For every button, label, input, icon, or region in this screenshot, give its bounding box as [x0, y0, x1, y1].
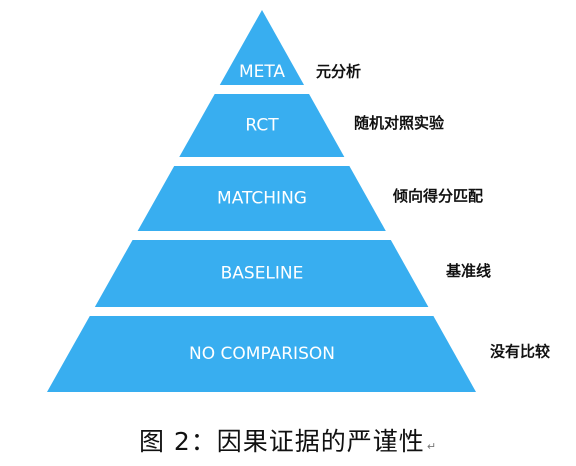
caption-text: 图 2：因果证据的严谨性 — [138, 427, 425, 456]
tier-annotation: 倾向得分匹配 — [392, 187, 483, 205]
tier-label: META — [239, 62, 285, 82]
tier-label: RCT — [245, 116, 279, 136]
tier-matching — [137, 166, 386, 231]
paragraph-mark-icon: ↵ — [426, 440, 438, 453]
tier-annotation: 基准线 — [445, 262, 491, 280]
tier-no-comparison — [47, 316, 476, 392]
figure-caption: 图 2：因果证据的严谨性↵ — [0, 422, 576, 458]
tier-annotation: 随机对照实验 — [354, 114, 445, 132]
tier-baseline — [94, 240, 429, 307]
tier-annotation: 元分析 — [316, 63, 361, 81]
tier-meta — [219, 10, 305, 85]
pyramid-tiers: META 元分析 RCT 随机对照实验 MATCHING 倾向得分匹配 BASELINE 基准… — [47, 10, 550, 392]
tier-label: NO COMPARISON — [189, 344, 335, 364]
tier-annotation: 没有比较 — [490, 343, 550, 361]
tier-label: BASELINE — [221, 264, 304, 284]
tier-label: MATCHING — [217, 189, 307, 209]
tier-rct — [179, 94, 345, 157]
